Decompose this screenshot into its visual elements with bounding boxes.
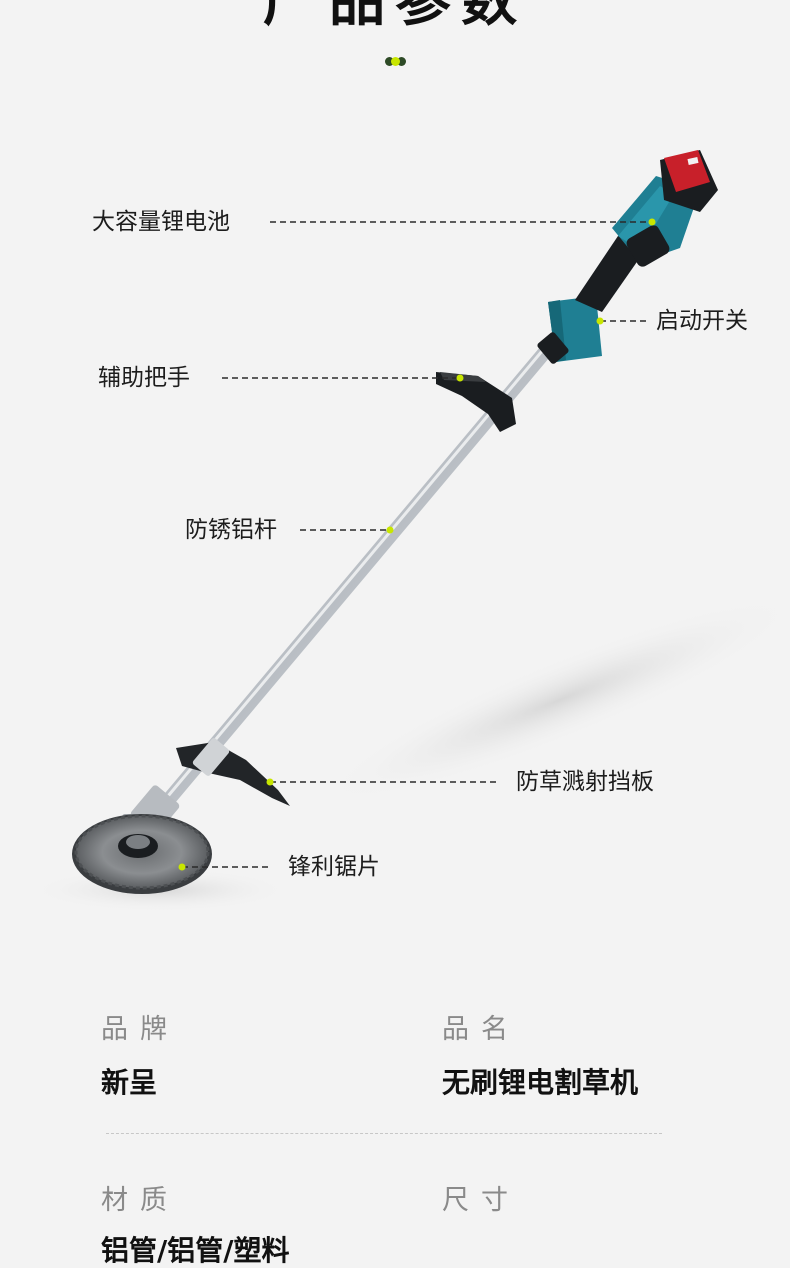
spec-divider — [106, 1133, 662, 1134]
auxiliary-handle — [436, 372, 516, 432]
callout-switch: 启动开关 — [656, 308, 748, 334]
callout-leaders — [182, 221, 652, 868]
callout-aux-handle: 辅助把手 — [98, 365, 190, 391]
callout-battery: 大容量锂电池 — [92, 209, 230, 235]
aluminum-pole — [153, 333, 562, 817]
battery-pack — [660, 150, 718, 212]
saw-blade — [72, 814, 212, 894]
dot-guard — [266, 778, 274, 786]
spec-material-label: 材质 — [101, 1185, 179, 1216]
callout-pole: 防锈铝杆 — [185, 517, 277, 543]
page-title: 产品参数 — [263, 0, 527, 34]
dot-switch — [596, 317, 604, 325]
callout-blade: 锋利锯片 — [288, 854, 380, 880]
callout-dots — [178, 218, 656, 871]
spec-size-label: 尺寸 — [442, 1185, 520, 1216]
dot-aux-handle — [456, 374, 464, 382]
spec-brand-label: 品牌 — [101, 1014, 179, 1045]
product-figure — [30, 150, 790, 912]
spec-name-value: 无刷锂电割草机 — [442, 1066, 639, 1099]
motor-housing — [537, 176, 700, 364]
dot-blade — [178, 863, 186, 871]
spec-brand-value: 新呈 — [101, 1066, 158, 1099]
spec-name-label: 品名 — [442, 1014, 520, 1045]
dot-battery — [648, 218, 656, 226]
spec-material-value: 铝管/铝管/塑料 — [101, 1234, 290, 1267]
dot-pole — [386, 526, 394, 534]
title-dots-decoration — [385, 57, 407, 67]
grass-guard — [176, 738, 290, 806]
callout-guard: 防草溅射挡板 — [516, 769, 654, 795]
tool-shadow — [318, 595, 790, 805]
